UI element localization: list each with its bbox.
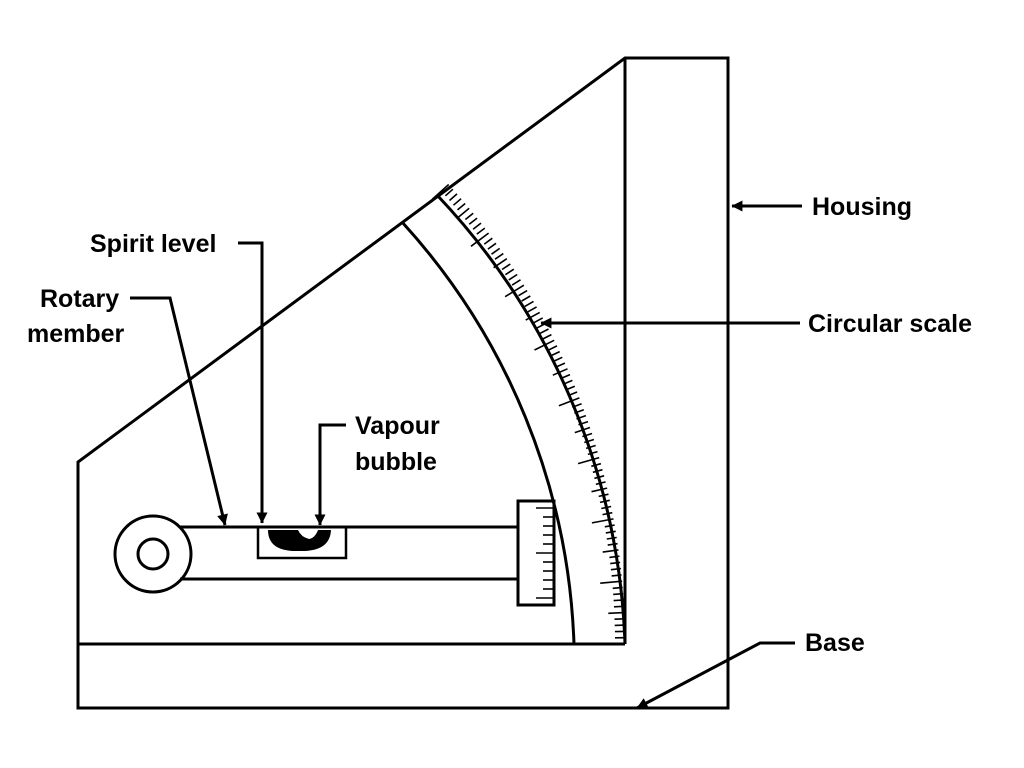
scale-tick bbox=[525, 311, 541, 321]
label-circular-scale: Circular scale bbox=[808, 310, 972, 338]
scale-tick bbox=[504, 284, 525, 298]
scale-tick bbox=[542, 333, 552, 340]
vapour-bubble-leader bbox=[314, 423, 346, 526]
label-rotary-line1: Rotary bbox=[40, 285, 119, 313]
scale-tick bbox=[508, 273, 518, 281]
scale-tick bbox=[456, 207, 470, 220]
spirit-level-leader bbox=[238, 241, 268, 524]
scale-tick bbox=[470, 232, 490, 247]
scale-tick bbox=[452, 198, 462, 206]
scale-tick bbox=[594, 475, 605, 480]
scale-tick bbox=[576, 414, 587, 420]
scale-tick bbox=[572, 403, 582, 409]
base-leader bbox=[636, 641, 795, 710]
scale-tick bbox=[608, 611, 625, 615]
scale-tick bbox=[585, 444, 596, 450]
scale-tick bbox=[574, 408, 585, 414]
scale-tick bbox=[444, 188, 454, 197]
scale-tick bbox=[521, 295, 531, 302]
scale-tick bbox=[483, 237, 493, 245]
scale-tick bbox=[527, 306, 537, 313]
scale-tick bbox=[607, 542, 618, 546]
housing-body bbox=[76, 56, 730, 710]
scale-tick bbox=[547, 345, 558, 352]
scale-tick bbox=[592, 468, 603, 474]
scale-tick bbox=[605, 530, 616, 534]
scale-tick bbox=[464, 212, 474, 221]
scale-tick bbox=[560, 373, 571, 380]
scale-tick bbox=[494, 252, 504, 260]
scale-tick bbox=[562, 379, 573, 385]
scale-tick bbox=[598, 493, 609, 498]
scale-tick bbox=[552, 356, 563, 363]
scale-tick bbox=[578, 420, 589, 426]
scale-tick bbox=[606, 536, 617, 540]
scale-tick bbox=[604, 524, 615, 528]
pivot-outer-circle bbox=[113, 514, 193, 594]
scale-tick bbox=[601, 505, 612, 510]
scale-tick bbox=[610, 567, 621, 571]
scale-tick bbox=[613, 599, 624, 602]
scale-tick bbox=[599, 499, 610, 504]
circular-scale-ticks bbox=[431, 183, 626, 645]
scale-tick bbox=[501, 263, 511, 271]
scale-tick bbox=[565, 385, 576, 391]
scale-tick bbox=[584, 438, 595, 444]
label-housing: Housing bbox=[812, 193, 912, 221]
scale-tick bbox=[567, 391, 578, 397]
scale-tick bbox=[591, 462, 602, 468]
scale-tick bbox=[558, 397, 580, 407]
scale-tick bbox=[552, 368, 568, 376]
scale-tick bbox=[591, 518, 614, 524]
scale-tick bbox=[587, 450, 598, 456]
scale-tick bbox=[487, 242, 497, 250]
label-base: Base bbox=[805, 629, 865, 657]
label-rotary-line2: member bbox=[27, 320, 125, 348]
scale-tick bbox=[550, 350, 561, 357]
scale-tick bbox=[493, 258, 508, 269]
scale-tick bbox=[491, 247, 501, 255]
label-spirit-level: Spirit level bbox=[90, 230, 216, 258]
vernier-ticks bbox=[536, 507, 554, 599]
spirit-level-tube bbox=[256, 525, 348, 560]
scale-tick bbox=[610, 561, 621, 565]
label-vapour-line2: bubble bbox=[355, 448, 437, 476]
scale-tick bbox=[504, 268, 515, 276]
scale-tick bbox=[595, 481, 606, 486]
scale-tick bbox=[600, 580, 623, 584]
scale-tick bbox=[577, 456, 600, 465]
scale-tick bbox=[602, 549, 619, 553]
scale-tick bbox=[456, 202, 466, 211]
pivot-inner-circle bbox=[136, 537, 170, 571]
scale-tick bbox=[511, 279, 521, 286]
scale-tick bbox=[582, 432, 593, 438]
vapour-bubble bbox=[268, 530, 331, 552]
scale-tick bbox=[574, 426, 591, 434]
scale-tick bbox=[431, 183, 450, 200]
scale-tick bbox=[602, 511, 613, 516]
scale-tick bbox=[613, 605, 625, 608]
rotary-member-leader bbox=[130, 296, 228, 526]
scale-tick bbox=[591, 487, 608, 493]
scale-tick bbox=[468, 217, 478, 225]
scale-tick bbox=[609, 555, 620, 559]
label-vapour-line1: Vapour bbox=[355, 412, 440, 440]
scale-tick bbox=[613, 592, 624, 596]
circular-scale-outer-arc bbox=[435, 193, 627, 645]
scale-tick bbox=[472, 222, 482, 230]
scale-tick bbox=[448, 193, 458, 202]
scale-tick bbox=[534, 339, 555, 351]
scale-tick bbox=[518, 289, 528, 297]
scale-tick bbox=[476, 227, 486, 235]
scale-tick bbox=[611, 574, 622, 577]
scale-tick bbox=[539, 328, 549, 335]
scale-tick bbox=[612, 586, 623, 590]
circular-scale-inner-arc bbox=[400, 220, 576, 645]
scale-tick bbox=[524, 300, 534, 308]
scale-tick bbox=[555, 362, 566, 368]
